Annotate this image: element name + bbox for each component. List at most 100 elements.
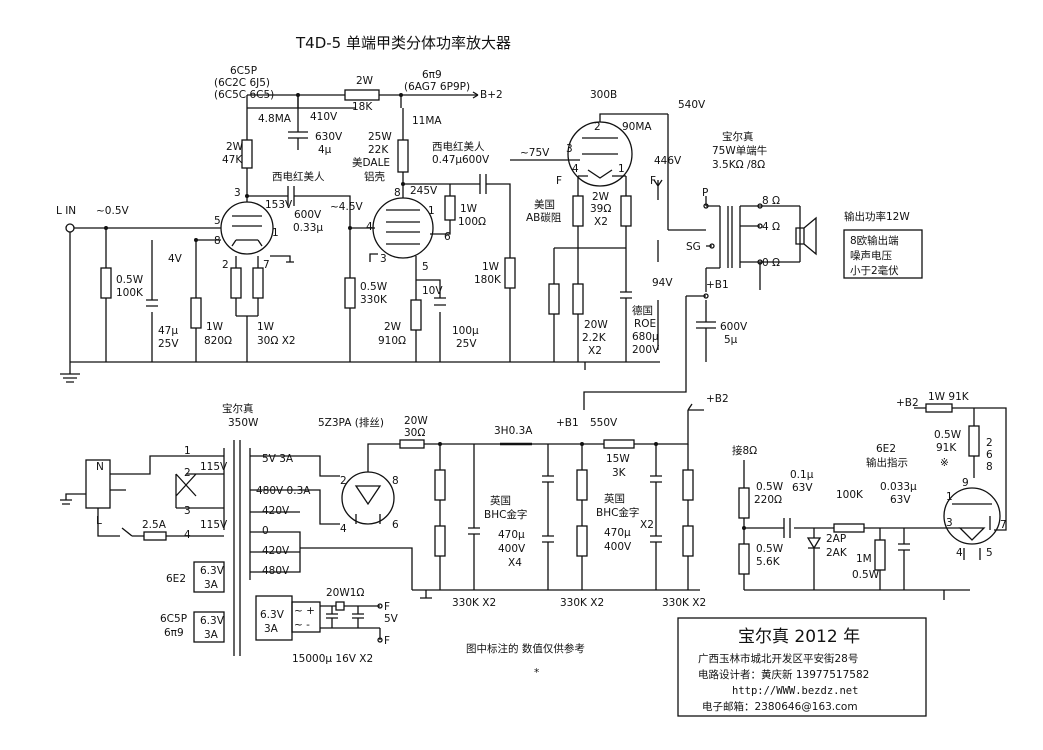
svg-text:3.5KΩ /8Ω: 3.5KΩ /8Ω: [712, 159, 765, 171]
svg-text:4: 4: [366, 221, 373, 233]
svg-text:9: 9: [962, 477, 969, 489]
svg-text:0.1μ: 0.1μ: [790, 469, 814, 481]
svg-text:+B2: +B2: [896, 397, 919, 409]
svg-text:2: 2: [222, 259, 229, 271]
svg-text:2W: 2W: [384, 321, 402, 333]
svg-text:0.5W: 0.5W: [934, 429, 962, 441]
svg-text:10V: 10V: [422, 285, 443, 297]
svg-text:F: F: [650, 175, 656, 187]
svg-text:330K X2: 330K X2: [662, 597, 706, 609]
svg-text:5.6K: 5.6K: [756, 556, 781, 568]
power-transformer-core: [233, 440, 241, 656]
svg-text:1: 1: [184, 445, 191, 457]
svg-text:94V: 94V: [652, 277, 673, 289]
svg-text:~ -: ~ -: [294, 619, 310, 631]
svg-text:(6C2C 6J5): (6C2C 6J5): [214, 77, 270, 89]
ground-rail-upper: [70, 361, 660, 370]
svg-text:1W 91K: 1W 91K: [928, 391, 970, 403]
resistor-decouple: [344, 89, 380, 101]
svg-text:680μ: 680μ: [632, 331, 659, 343]
svg-text:http://WWW.bezdz.net: http://WWW.bezdz.net: [732, 685, 858, 697]
svg-text:3A: 3A: [204, 579, 219, 591]
svg-text:600V: 600V: [462, 154, 490, 166]
resistor-v2-plate: [397, 139, 409, 173]
svg-text:6E2: 6E2: [166, 573, 186, 585]
svg-text:图中标注的 数值仅供参考: 图中标注的 数值仅供参考: [466, 642, 585, 655]
svg-text:8 Ω: 8 Ω: [762, 195, 780, 207]
svg-text:6.3V: 6.3V: [200, 615, 225, 627]
svg-text:美DALE: 美DALE: [352, 156, 390, 169]
svg-text:6π9: 6π9: [164, 627, 184, 639]
svg-text:470μ: 470μ: [604, 527, 631, 539]
svg-text:1W: 1W: [460, 203, 478, 215]
svg-text:+B1: +B1: [706, 279, 729, 291]
svg-text:90MA: 90MA: [622, 121, 652, 133]
svg-text:100K: 100K: [116, 287, 144, 299]
svg-text:P: P: [702, 187, 708, 199]
svg-text:~4.5V: ~4.5V: [330, 201, 363, 213]
svg-text:2.2K: 2.2K: [582, 332, 607, 344]
svg-text:(6C5C 6C5): (6C5C 6C5): [214, 89, 274, 101]
diode-icon: [806, 528, 822, 590]
svg-text:4: 4: [956, 547, 963, 559]
svg-text:3A: 3A: [264, 623, 279, 635]
svg-text:410V: 410V: [310, 111, 338, 123]
svg-text:63V: 63V: [890, 494, 911, 506]
svg-text:4: 4: [184, 529, 191, 541]
svg-text:0.5W: 0.5W: [756, 543, 784, 555]
svg-text:F: F: [384, 635, 390, 647]
svg-text:4: 4: [340, 523, 347, 535]
svg-text:电子邮箱：2380646@163.com: 电子邮箱：2380646@163.com: [702, 700, 858, 713]
svg-text:英国: 英国: [490, 494, 511, 507]
svg-text:15W: 15W: [606, 453, 630, 465]
svg-text:330K X2: 330K X2: [452, 597, 496, 609]
svg-text:6E2: 6E2: [876, 443, 896, 455]
svg-text:F: F: [384, 601, 390, 613]
svg-text:3: 3: [380, 253, 387, 265]
svg-text:18K: 18K: [352, 101, 373, 113]
svg-text:L: L: [96, 515, 102, 527]
resistor-v1-grid: [100, 267, 112, 299]
svg-text:420V: 420V: [262, 505, 290, 517]
svg-text:25W: 25W: [368, 131, 392, 143]
svg-text:25V: 25V: [158, 338, 179, 350]
svg-text:0.5W: 0.5W: [360, 281, 388, 293]
credit-box: [677, 617, 927, 717]
svg-text:~75V: ~75V: [520, 147, 550, 159]
svg-text:X4: X4: [508, 557, 522, 569]
svg-text:5μ: 5μ: [724, 334, 738, 346]
svg-text:0.5W: 0.5W: [756, 481, 784, 493]
tube-indicator: [943, 487, 1001, 545]
svg-text:~ +: ~ +: [294, 605, 315, 617]
svg-text:BHC金字: BHC金字: [596, 506, 639, 519]
svg-text:铝壳: 铝壳: [364, 170, 385, 183]
svg-text:0.33μ: 0.33μ: [293, 222, 323, 234]
svg-text:广西玉林市城北开发区平安街28号: 广西玉林市城北开发区平安街28号: [698, 652, 858, 665]
svg-text:1W: 1W: [482, 261, 500, 273]
svg-text:西电红美人: 西电红美人: [272, 170, 325, 183]
svg-text:1: 1: [272, 227, 279, 239]
svg-text:3H0.3A: 3H0.3A: [494, 425, 533, 437]
svg-text:ROE: ROE: [634, 318, 656, 330]
svg-text:6: 6: [392, 519, 399, 531]
svg-text:8: 8: [214, 235, 221, 247]
svg-text:英国: 英国: [604, 492, 625, 505]
svg-text:8欧输出端: 8欧输出端: [850, 234, 899, 247]
svg-text:3: 3: [234, 187, 241, 199]
svg-text:300B: 300B: [590, 89, 617, 101]
speaker-icon: [795, 206, 817, 262]
credit-brand: 宝尔真 2012 年: [738, 627, 860, 647]
svg-text:8: 8: [392, 475, 399, 487]
svg-text:宝尔真: 宝尔真: [722, 130, 754, 143]
svg-text:6: 6: [444, 231, 451, 243]
svg-text:6C5P: 6C5P: [160, 613, 187, 625]
svg-text:400V: 400V: [604, 541, 632, 553]
svg-text:6π9: 6π9: [422, 69, 442, 81]
tube-rectifier: [341, 471, 395, 525]
svg-text:5Z3PA (排丝): 5Z3PA (排丝): [318, 416, 384, 429]
svg-text:75W单端牛: 75W单端牛: [712, 144, 767, 157]
svg-text:0.47μ: 0.47μ: [432, 154, 462, 166]
input-label: L IN: [56, 205, 76, 217]
resistor-v2-screen: [444, 195, 456, 221]
svg-text:X2: X2: [588, 345, 602, 357]
